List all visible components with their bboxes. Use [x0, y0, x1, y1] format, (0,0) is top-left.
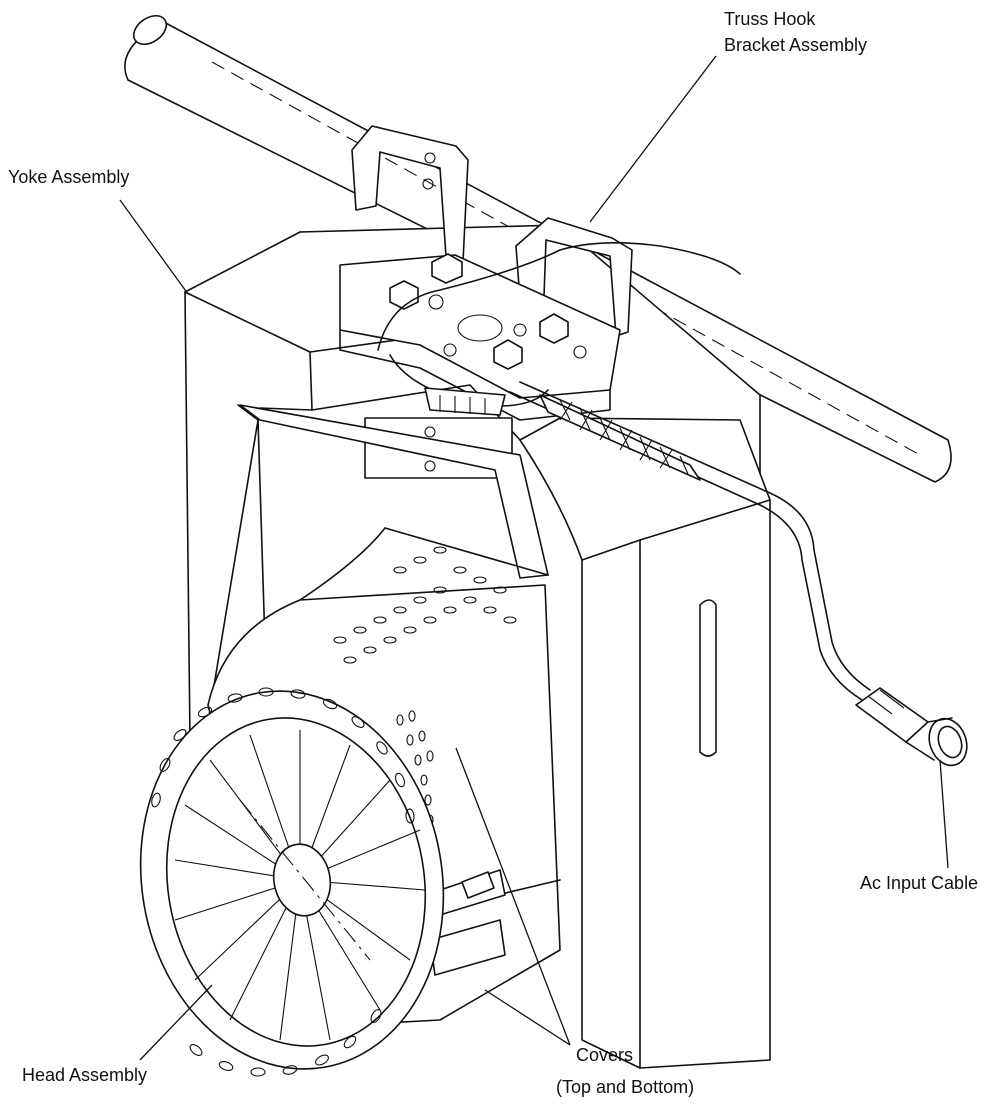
- label-yoke-assembly: Yoke Assembly: [8, 167, 130, 187]
- head-leader: [139, 984, 213, 1061]
- label-covers-line1: Covers: [576, 1045, 634, 1065]
- yoke-leader: [119, 199, 189, 295]
- truss-hook-leader: [589, 55, 717, 223]
- label-truss-hook-line1: Truss Hook: [724, 9, 816, 29]
- ac-input-cable: [509, 381, 968, 767]
- label-truss-hook-line2: Bracket Assembly: [724, 35, 868, 55]
- covers-leader-bottom: [455, 747, 571, 1046]
- covers-leader-top: [484, 989, 571, 1046]
- label-ac-input-cable: Ac Input Cable: [860, 873, 979, 893]
- truss-hook-bracket: [339, 125, 741, 421]
- ac-input-leader: [939, 759, 949, 869]
- label-covers-line2: (Top and Bottom): [556, 1077, 695, 1097]
- leader-lines: [119, 55, 949, 1061]
- head-assembly: [139, 527, 561, 1077]
- label-head-assembly: Head Assembly: [22, 1065, 148, 1085]
